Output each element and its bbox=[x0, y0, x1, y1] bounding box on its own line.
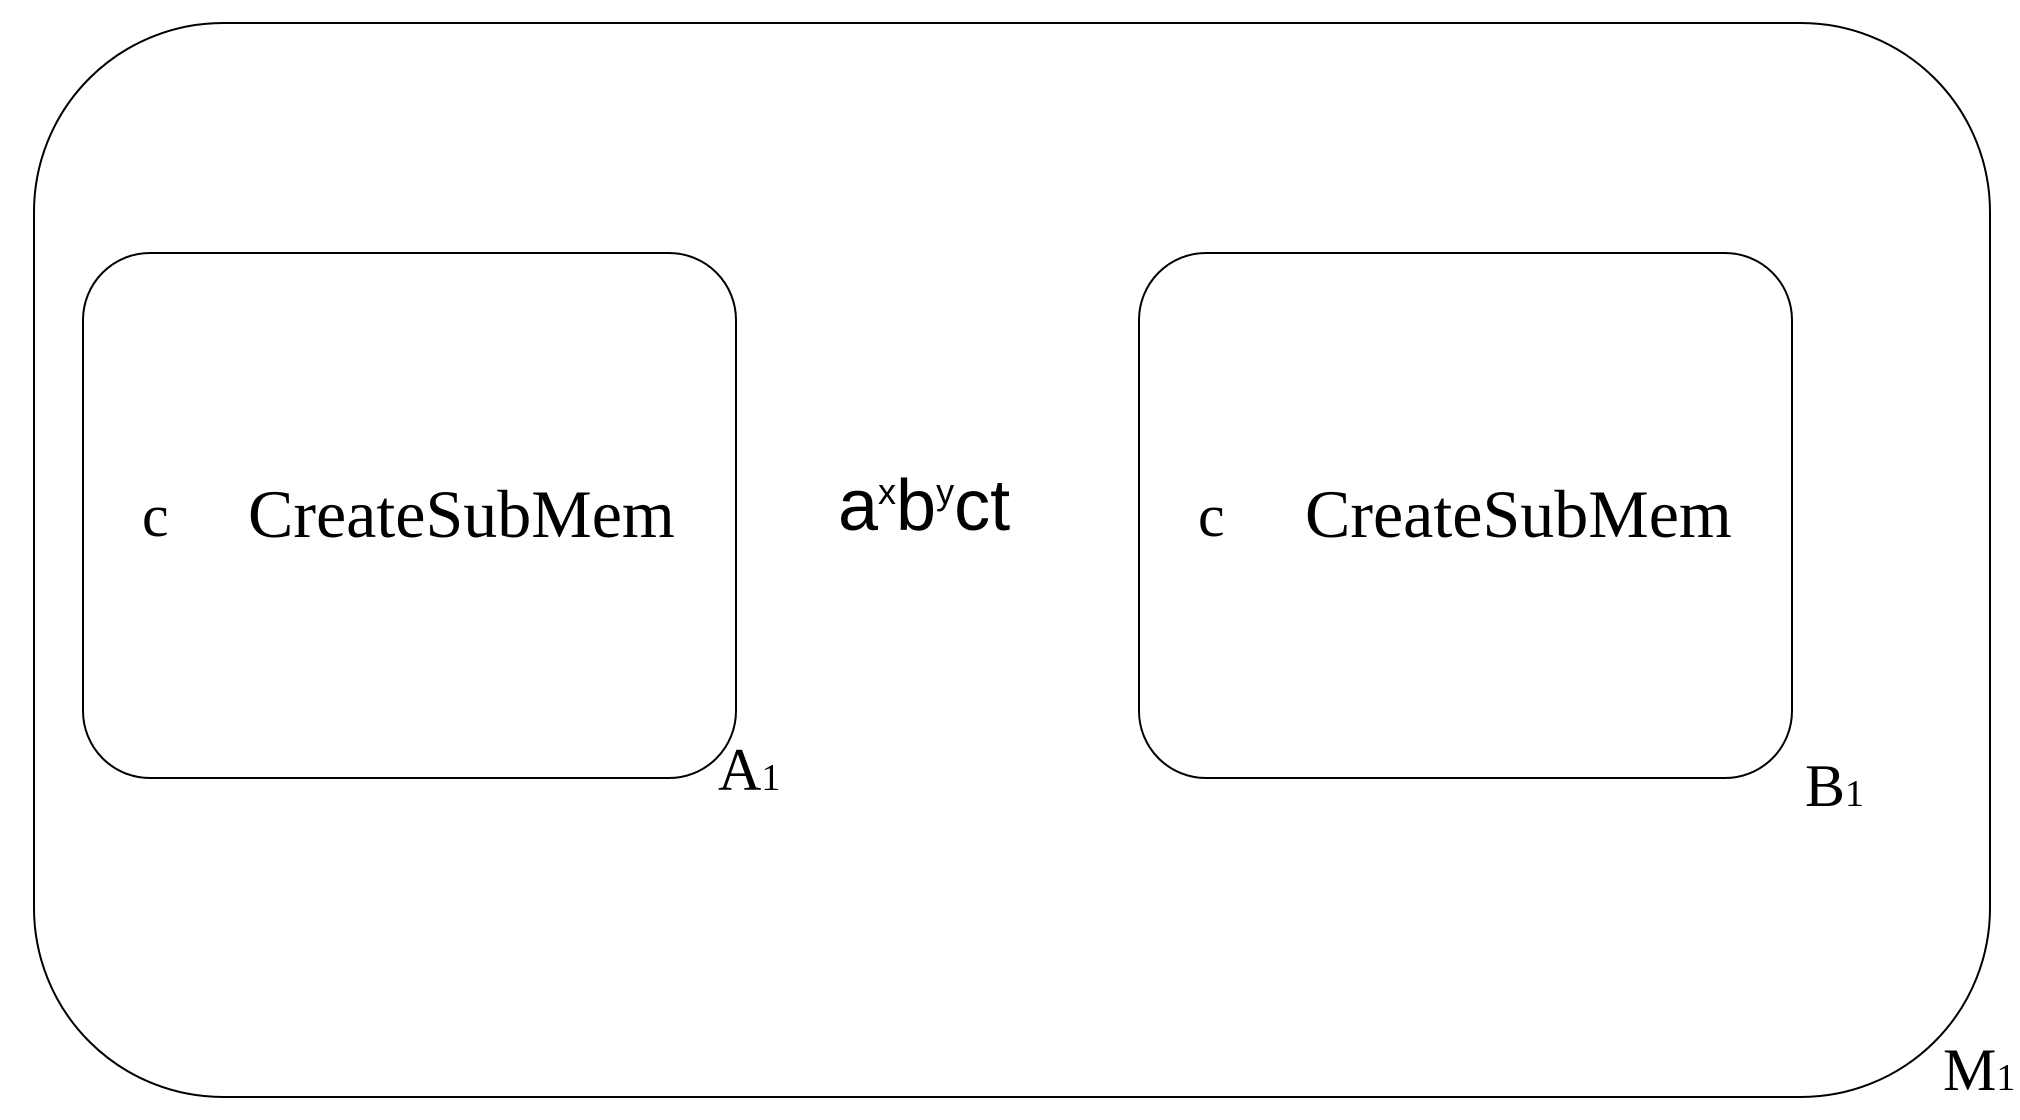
outer-membrane-m1-label-subscript: 1 bbox=[1996, 1057, 2016, 1099]
membrane-a1-label-letter: A bbox=[718, 737, 762, 803]
outer-membrane-multiset: axbyct bbox=[838, 470, 1010, 542]
inner-membrane-a1 bbox=[82, 252, 737, 779]
membrane-b1-label-subscript: 1 bbox=[1845, 773, 1865, 815]
object-a-multiplicity: x bbox=[878, 471, 897, 512]
outer-membrane-m1 bbox=[33, 22, 1991, 1098]
object-a: a bbox=[838, 466, 879, 546]
membrane-b1-object: c bbox=[1198, 483, 1225, 549]
membrane-b1-rule: CreateSubMem bbox=[1305, 476, 1732, 552]
membrane-b1-label: B1 bbox=[1805, 756, 1864, 816]
objects-ct: ct bbox=[954, 466, 1011, 546]
outer-membrane-m1-label: M1 bbox=[1943, 1040, 2015, 1100]
membrane-a1-label-subscript: 1 bbox=[761, 757, 781, 799]
object-b-multiplicity: y bbox=[936, 471, 955, 512]
membrane-a1-label: A1 bbox=[718, 740, 780, 800]
membrane-a1-rule: CreateSubMem bbox=[248, 476, 675, 552]
membrane-a1-object: c bbox=[142, 483, 169, 549]
inner-membrane-b1 bbox=[1138, 252, 1793, 779]
membrane-b1-label-letter: B bbox=[1805, 753, 1846, 819]
object-b: b bbox=[896, 466, 937, 546]
outer-membrane-m1-label-letter: M bbox=[1943, 1037, 1997, 1103]
